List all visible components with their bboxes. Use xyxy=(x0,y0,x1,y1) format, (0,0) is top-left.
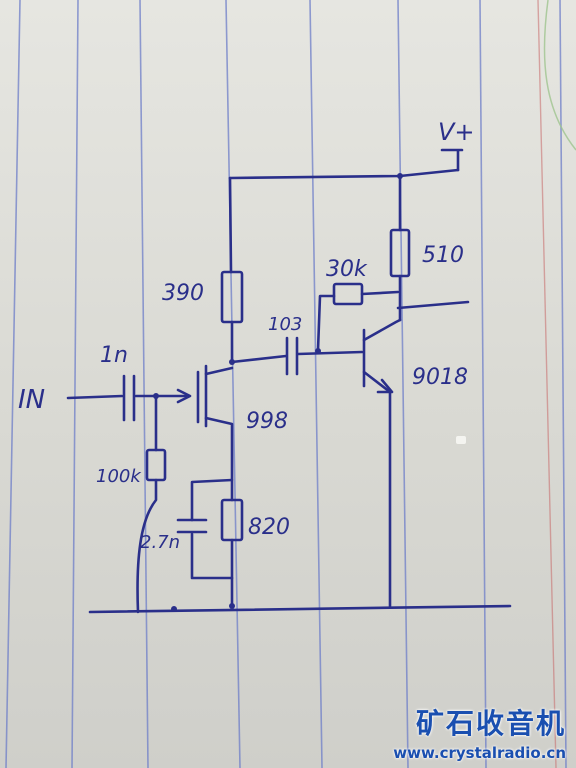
capacitor-c-couple xyxy=(285,336,299,376)
watermark: 矿石收音机 www.crystalradio.cn xyxy=(393,702,566,762)
resistor-r-feedback xyxy=(332,282,364,306)
junction-dots xyxy=(153,173,403,612)
resistor-r-drain xyxy=(220,270,244,324)
capacitor-c-in xyxy=(122,374,136,422)
capacitor-c-bypass xyxy=(176,518,208,534)
resistor-r-collector xyxy=(389,228,411,278)
watermark-url: www.crystalradio.cn xyxy=(393,744,566,762)
green-pencil-mark xyxy=(543,0,576,151)
label-r-collector: 510 xyxy=(422,243,464,268)
ruled-lines xyxy=(5,0,567,768)
label-q1: 998 xyxy=(246,409,288,434)
label-supply: V+ xyxy=(438,118,475,146)
paper-speck xyxy=(456,436,466,444)
margin-line xyxy=(537,0,557,768)
watermark-title: 矿石收音机 xyxy=(415,707,566,740)
label-r-gate: 100k xyxy=(96,466,142,487)
label-r-feedback: 30k xyxy=(326,257,368,282)
label-c-couple: 103 xyxy=(268,314,302,335)
label-input: IN xyxy=(18,385,45,415)
resistor-r-gate xyxy=(145,448,167,482)
label-c-in: 1n xyxy=(100,343,128,368)
label-r-source: 820 xyxy=(248,515,290,540)
resistor-r-source xyxy=(220,498,244,542)
label-q2: 9018 xyxy=(412,365,468,390)
label-c-bypass: 2.7n xyxy=(140,532,180,553)
label-r-drain: 390 xyxy=(162,281,204,306)
